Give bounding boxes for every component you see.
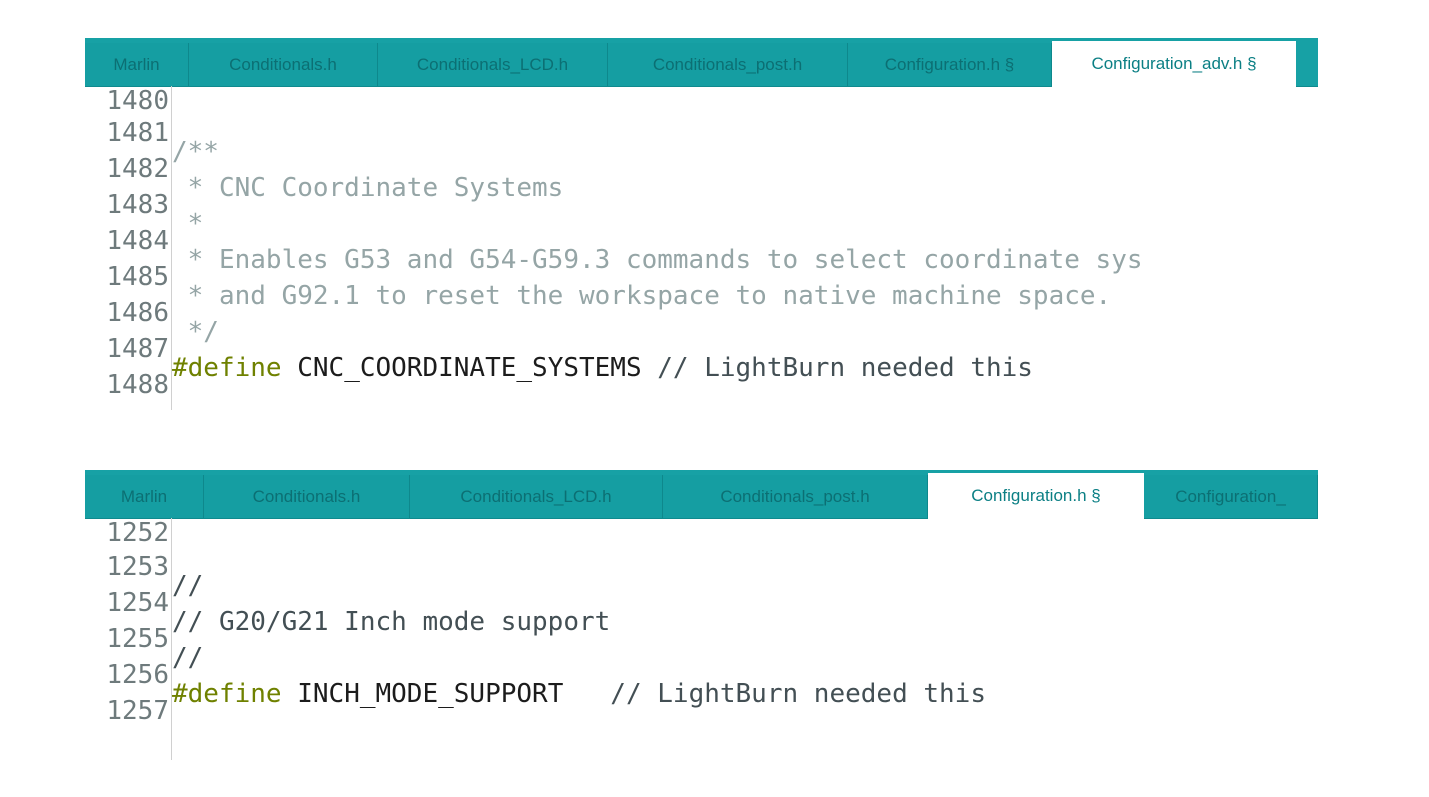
tab-marlin[interactable]: Marlin xyxy=(85,475,204,518)
line-number: 1480 xyxy=(106,86,169,116)
comment-text: // xyxy=(172,643,204,673)
tab-conditionals-post-h[interactable]: Conditionals_post.h xyxy=(663,475,928,518)
line-number: 1482 xyxy=(106,154,169,184)
comment-text: // G20/G21 Inch mode support xyxy=(172,607,611,637)
define-keyword: #define xyxy=(172,353,282,383)
tab-configuration-h[interactable]: Configuration.h § xyxy=(928,473,1144,519)
code-line: 1484 * Enables G53 and G54-G59.3 command… xyxy=(85,204,1142,275)
line-number: 1253 xyxy=(106,552,169,582)
tab-conditionals-post-h[interactable]: Conditionals_post.h xyxy=(608,43,848,86)
code-line: 1488 xyxy=(85,348,169,400)
code-line: 1257 xyxy=(85,674,169,726)
code-line: 1481 /** xyxy=(85,96,219,167)
tab-conditionals-h[interactable]: Conditionals.h xyxy=(204,475,410,518)
tab-configuration-h[interactable]: Configuration.h § xyxy=(848,43,1052,86)
tab-conditionals-h[interactable]: Conditionals.h xyxy=(189,43,378,86)
line-number: 1487 xyxy=(106,334,169,364)
macro-identifier: CNC_COORDINATE_SYSTEMS xyxy=(297,353,642,383)
code-line: 1255 // xyxy=(85,602,203,673)
code-line: 1256 #define INCH_MODE_SUPPORT // LightB… xyxy=(85,638,986,709)
line-number: 1252 xyxy=(106,518,169,548)
line-number: 1488 xyxy=(106,370,169,400)
code-line: 1254 // G20/G21 Inch mode support xyxy=(85,566,610,637)
code-line: 1253 // xyxy=(85,530,203,601)
line-number: 1484 xyxy=(106,226,169,256)
code-area[interactable]: 1480 1481 /** 1482 * CNC Coordinate Syst… xyxy=(85,86,1318,410)
comment-text: /** xyxy=(172,137,219,167)
line-number: 1485 xyxy=(106,262,169,292)
comment-text: * and G92.1 to reset the workspace to na… xyxy=(172,281,1112,311)
define-statement: #define INCH_MODE_SUPPORT // LightBurn n… xyxy=(172,676,986,712)
code-line: 1486 */ xyxy=(85,276,219,347)
code-line: 1487 #define CNC_COORDINATE_SYSTEMS // L… xyxy=(85,312,1033,383)
line-number: 1481 xyxy=(106,118,169,148)
tab-configuration-adv-h[interactable]: Configuration_adv.h § xyxy=(1052,41,1296,87)
comment-text: // xyxy=(172,571,204,601)
line-number: 1257 xyxy=(106,696,169,726)
line-number: 1483 xyxy=(106,190,169,220)
inline-comment: // LightBurn needed this xyxy=(579,679,986,709)
gutter-separator xyxy=(171,86,172,410)
code-line: 1482 * CNC Coordinate Systems xyxy=(85,132,563,203)
tab-conditionals-lcd-h[interactable]: Conditionals_LCD.h xyxy=(410,475,663,518)
line-number: 1255 xyxy=(106,624,169,654)
code-line: 1483 * xyxy=(85,168,203,239)
define-statement: #define CNC_COORDINATE_SYSTEMS // LightB… xyxy=(172,350,1033,386)
gutter-separator xyxy=(171,518,172,760)
line-number: 1486 xyxy=(106,298,169,328)
tab-marlin[interactable]: Marlin xyxy=(85,43,189,86)
code-line: 1485 * and G92.1 to reset the workspace … xyxy=(85,240,1111,311)
comment-text: */ xyxy=(172,317,219,347)
inline-comment: // LightBurn needed this xyxy=(657,353,1033,383)
line-number: 1254 xyxy=(106,588,169,618)
editor-panel-configuration-adv: Marlin Conditionals.h Conditionals_LCD.h… xyxy=(85,38,1318,410)
comment-text: * xyxy=(172,209,204,239)
tab-conditionals-lcd-h[interactable]: Conditionals_LCD.h xyxy=(378,43,608,86)
code-area[interactable]: 1252 1253 // 1254 // G20/G21 Inch mode s… xyxy=(85,518,1318,760)
define-keyword: #define xyxy=(172,679,282,709)
tab-bar: Marlin Conditionals.h Conditionals_LCD.h… xyxy=(85,470,1318,519)
comment-text: * Enables G53 and G54-G59.3 commands to … xyxy=(172,245,1143,275)
macro-identifier: INCH_MODE_SUPPORT xyxy=(297,679,564,709)
comment-text: * CNC Coordinate Systems xyxy=(172,173,564,203)
tab-configuration-adv-h[interactable]: Configuration_ xyxy=(1144,475,1318,518)
code-line: 1480 xyxy=(85,64,169,116)
editor-panel-configuration: Marlin Conditionals.h Conditionals_LCD.h… xyxy=(85,470,1318,760)
line-number: 1256 xyxy=(106,660,169,690)
tab-bar: Marlin Conditionals.h Conditionals_LCD.h… xyxy=(85,38,1318,87)
code-line: 1252 xyxy=(85,496,169,548)
